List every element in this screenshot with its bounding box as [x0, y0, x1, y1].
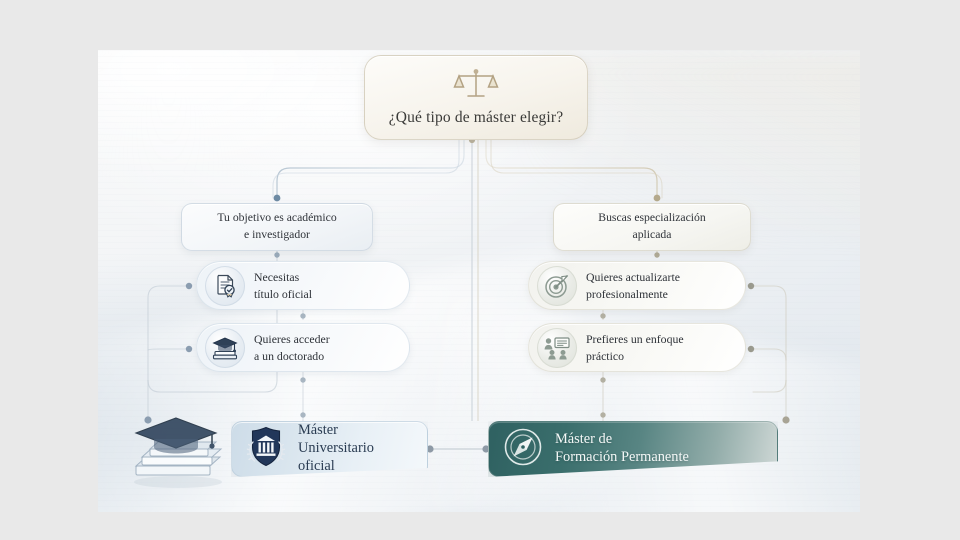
- junction-dot-right-result-top: [600, 412, 606, 418]
- connector-layer: [144, 136, 790, 453]
- branch-line-2: aplicada: [632, 228, 672, 241]
- graduation-cap-books-icon: [205, 327, 245, 368]
- result-label: Máster Universitario oficial: [298, 422, 374, 476]
- leaf-line-1: Quieres actualizarte: [586, 270, 680, 285]
- junction-dot-branch-right: [653, 194, 661, 202]
- result-line-3: oficial: [298, 457, 335, 474]
- wire-left-rail-titulo: [147, 250, 278, 393]
- wire-root-to-right-2: [490, 139, 663, 199]
- wire-right-rail-practico: [747, 348, 787, 361]
- leaf-label: Quieres acceder a un doctorado: [254, 331, 330, 364]
- leaf-label: Quieres actualizarte profesionalmente: [586, 269, 680, 302]
- leaf-line-2: profesionalmente: [586, 286, 668, 301]
- root-question-node[interactable]: ¿Qué tipo de máster elegir?: [364, 55, 588, 140]
- result-node-master-universitario-oficial[interactable]: Máster Universitario oficial: [231, 421, 428, 477]
- leaf-label: Prefieres un enfoque práctico: [586, 331, 684, 364]
- junction-dot-practico: [747, 345, 755, 353]
- wire-root-to-right-1: [485, 139, 658, 199]
- leaf-line-2: práctico: [586, 348, 624, 363]
- result-line-2: Formación Permanente: [555, 449, 689, 465]
- leaf-line-2: título oficial: [254, 286, 312, 301]
- target-arrow-icon: [537, 265, 577, 306]
- wire-root-to-left-2: [272, 139, 460, 199]
- result-line-2: Universitario: [298, 440, 374, 457]
- leaf-line-1: Quieres acceder: [254, 332, 330, 347]
- leaf-node-titulo-oficial[interactable]: Necesitas título oficial: [196, 261, 410, 310]
- junction-dot-actualizarte: [747, 282, 755, 290]
- compass-icon: [503, 427, 543, 472]
- result-line-1: Máster de: [555, 431, 613, 448]
- junction-dot-right-lower: [600, 377, 606, 383]
- university-shield-laurel-icon: [246, 426, 286, 473]
- root-question-label: ¿Qué tipo de máster elegir?: [388, 109, 564, 126]
- group-presentation-icon: [537, 327, 577, 368]
- branch-line-1: Buscas especialización: [598, 211, 706, 225]
- junction-dot-doctorado: [185, 345, 193, 353]
- result-line-1: Máster: [298, 422, 338, 439]
- junction-dot-right-branch-bottom: [654, 252, 660, 258]
- branch-line-2: e investigador: [244, 228, 310, 241]
- branch-line-1: Tu objetivo es académico: [217, 211, 337, 225]
- wire-left-rail-doctorado: [147, 348, 187, 351]
- junction-dot-left-branch-bottom: [274, 252, 280, 258]
- junction-dot-left-rail-end: [144, 416, 152, 424]
- leaf-label: Necesitas título oficial: [254, 269, 312, 302]
- wire-root-to-left-1: [276, 139, 465, 199]
- junction-dot-left-result-top: [300, 412, 306, 418]
- junction-dot-bridge-right: [482, 445, 490, 453]
- branch-node-applied[interactable]: Buscas especialización aplicada: [553, 203, 751, 251]
- flowchart-canvas: ¿Qué tipo de máster elegir? Tu objetivo …: [98, 50, 860, 512]
- junction-dot-bridge-left: [426, 445, 434, 453]
- leaf-node-enfoque-practico[interactable]: Prefieres un enfoque práctico: [528, 323, 746, 372]
- certificate-document-icon: [205, 265, 245, 306]
- leaf-line-1: Prefieres un enfoque: [586, 332, 684, 347]
- balance-scales-icon: [453, 68, 499, 107]
- result-label: Máster de Formación Permanente: [555, 431, 689, 467]
- junction-dot-branch-left: [273, 194, 281, 202]
- leaf-line-2: a un doctorado: [254, 348, 325, 363]
- junction-dot-left-lower: [300, 377, 306, 383]
- leaf-node-doctorado[interactable]: Quieres acceder a un doctorado: [196, 323, 410, 372]
- junction-dot-right-rail-end: [782, 416, 790, 424]
- leaf-node-actualizarte[interactable]: Quieres actualizarte profesionalmente: [528, 261, 746, 310]
- junction-dot-left-mid: [300, 313, 306, 319]
- branch-node-academic[interactable]: Tu objetivo es académico e investigador: [181, 203, 373, 251]
- leaf-line-1: Necesitas: [254, 270, 300, 285]
- wire-right-rail-actualizarte: [747, 285, 787, 393]
- junction-dot-titulo: [185, 282, 193, 290]
- junction-dot-right-mid: [600, 313, 606, 319]
